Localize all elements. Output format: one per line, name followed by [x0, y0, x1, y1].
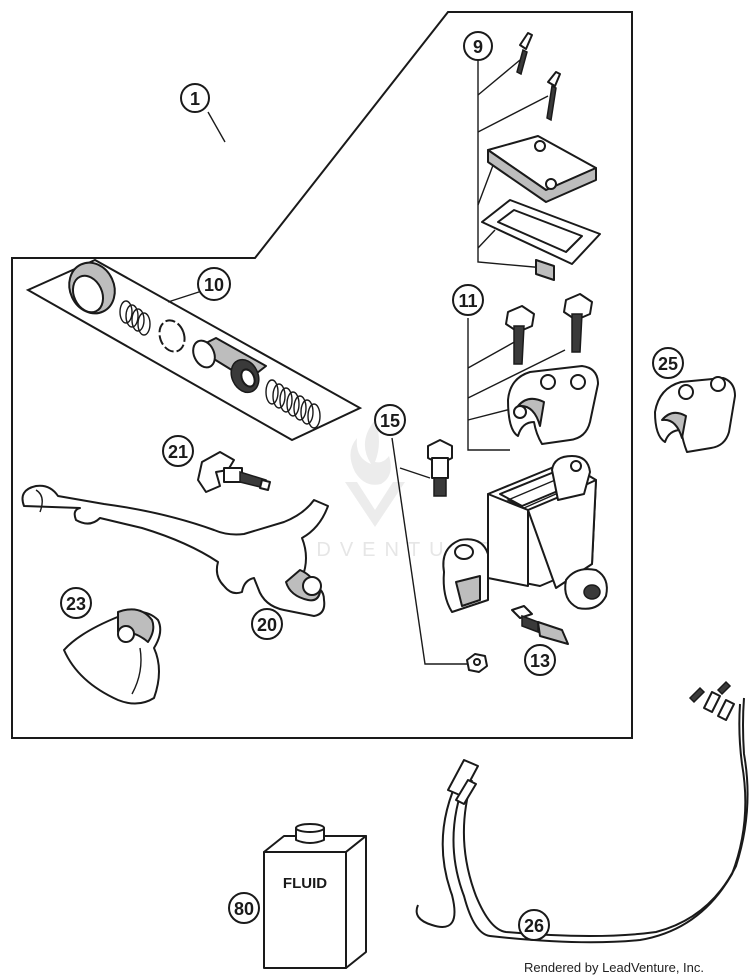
- svg-text:21: 21: [168, 442, 188, 462]
- watermark-logo-icon: [350, 420, 391, 485]
- watermark-text: LEADVENTURE: [252, 539, 499, 561]
- svg-text:25: 25: [658, 354, 678, 374]
- svg-text:10: 10: [204, 275, 224, 295]
- svg-text:9: 9: [473, 37, 483, 57]
- brake-switch-wire: [415, 680, 749, 944]
- lever-guard: [63, 608, 162, 705]
- callout-23: 23: [60, 587, 92, 619]
- brake-fluid-bottle: FLUID: [263, 823, 367, 969]
- callout-20: 20: [251, 608, 283, 640]
- callout-26: 26: [518, 909, 550, 941]
- callout-15: 15: [374, 404, 406, 436]
- master-cylinder-body: [442, 455, 608, 645]
- assembly-outline: [11, 11, 633, 739]
- lever-pivot-bolt: [391, 437, 488, 673]
- svg-text:26: 26: [524, 916, 544, 936]
- reservoir-cover-kit: [477, 32, 601, 281]
- fluid-label: FLUID: [283, 875, 327, 892]
- watermark: LEADVENTURE: [252, 420, 499, 561]
- callout-25: 25: [652, 347, 684, 379]
- svg-text:23: 23: [66, 594, 86, 614]
- callout-21: 21: [162, 435, 194, 467]
- callout-9: 9: [463, 31, 493, 61]
- callout-80: 80: [228, 892, 260, 924]
- callout-1: 1: [180, 83, 210, 113]
- svg-text:20: 20: [257, 615, 277, 635]
- callout-10: 10: [197, 267, 231, 301]
- svg-text:80: 80: [234, 899, 254, 919]
- brake-lever: [21, 484, 329, 617]
- svg-text:1: 1: [190, 89, 200, 109]
- render-credit: Rendered by LeadVenture, Inc.: [524, 960, 704, 975]
- svg-text:15: 15: [380, 411, 400, 431]
- svg-text:11: 11: [458, 291, 477, 311]
- callout-13: 13: [524, 644, 556, 676]
- handlebar-clamp: [654, 376, 736, 453]
- callout-11: 11: [452, 284, 484, 316]
- master-cylinder-rebuild-kit: [25, 258, 363, 442]
- svg-text:13: 13: [530, 651, 550, 671]
- lever-adjuster: [197, 451, 271, 493]
- handlebar-clamp-with-bolts: [467, 293, 599, 451]
